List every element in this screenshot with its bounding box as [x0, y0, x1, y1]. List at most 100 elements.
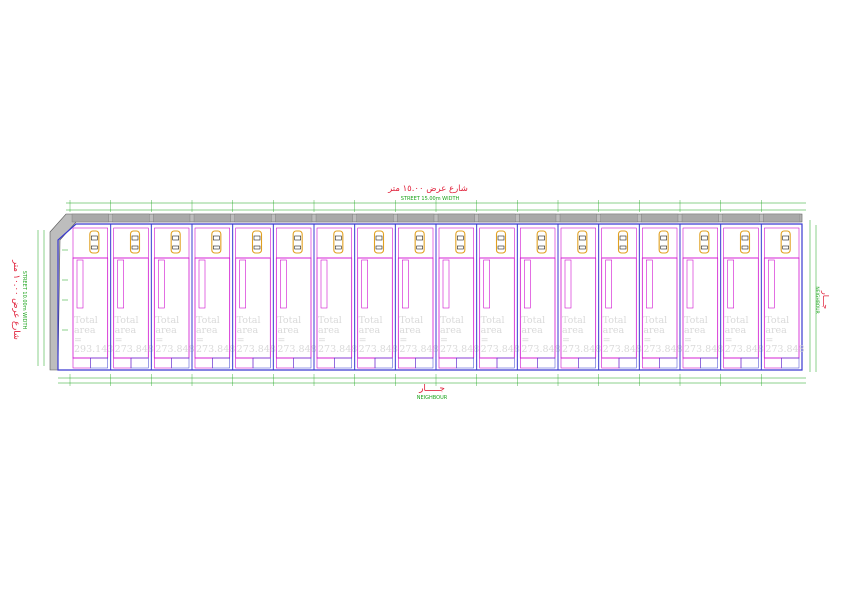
plot-area-value: 273.848 [684, 344, 723, 355]
back-yard-outline [781, 357, 800, 369]
car-windshield [497, 235, 505, 241]
back-room-outline [276, 357, 294, 369]
stair-outline [198, 259, 206, 309]
plot-equals-label: = [562, 335, 570, 346]
back-yard-outline [618, 357, 637, 369]
back-room-outline [357, 357, 376, 369]
sidewalk-segment [763, 213, 801, 223]
back-yard-outline [212, 357, 230, 369]
plot-total-label: Total [684, 315, 708, 326]
back-yard-outline [659, 357, 678, 369]
stair-outline [727, 259, 734, 309]
stair-outline [280, 259, 287, 309]
car-icon [617, 230, 629, 254]
sidewalk-segment [234, 213, 272, 223]
car-windshield [172, 235, 179, 241]
car-rear-window [660, 245, 667, 250]
car-icon [658, 230, 669, 254]
sidewalk-segment [641, 213, 679, 223]
plot-equals-label: = [481, 335, 489, 346]
plot-area-value: 273.848 [399, 344, 438, 355]
car-body [658, 230, 669, 254]
back-room-outline [113, 357, 132, 369]
plot-equals-label: = [359, 335, 367, 346]
sidewalk-segment [681, 213, 719, 223]
plot-area-label: area [440, 325, 462, 336]
plot-total-label: Total [359, 315, 383, 326]
stair-outline [158, 259, 165, 309]
sidewalk-segment [397, 213, 435, 223]
back-room-outline [72, 357, 91, 369]
plot-total-label: Total [603, 315, 627, 326]
plot-area-value: 273.848 [481, 344, 520, 355]
stair-outline [361, 259, 368, 309]
car-body [170, 230, 181, 254]
stair-outline [442, 259, 450, 309]
car-rear-window [619, 245, 627, 250]
sidewalk-segment [275, 213, 313, 223]
car-windshield [619, 235, 627, 241]
plot-total-label: Total [155, 315, 179, 326]
car-windshield [253, 235, 261, 241]
stair-outline [239, 259, 246, 309]
plot-equals-label: = [684, 335, 692, 346]
plot-area-label: area [684, 325, 706, 336]
bottom-neighbour-label-ar: جـــــار [418, 384, 445, 394]
car-rear-window [335, 245, 342, 250]
car-icon [495, 230, 507, 254]
back-room-outline [764, 357, 782, 369]
car-body [251, 230, 263, 254]
plot-area-label: area [765, 325, 787, 336]
car-windshield [294, 235, 301, 241]
car-icon [373, 230, 385, 254]
car-body [536, 230, 547, 254]
plot-area-value: 273.848 [643, 344, 682, 355]
sidewalk-segment [722, 213, 760, 223]
back-room-outline [682, 357, 701, 369]
plot-total-label: Total [643, 315, 667, 326]
plot-total-label: Total [440, 315, 464, 326]
back-yard-outline [293, 357, 312, 369]
back-yard-outline [334, 357, 352, 369]
sidewalk-segment [153, 213, 191, 223]
plot-equals-label: = [399, 335, 407, 346]
plot-area-label: area [155, 325, 177, 336]
car-icon [455, 230, 466, 254]
back-yard-outline [578, 357, 596, 369]
stair-outline [117, 259, 124, 309]
car-body [211, 230, 222, 254]
back-yard-outline [252, 357, 271, 369]
top-street-label-en: STREET 15.00m WIDTH [401, 196, 460, 202]
back-yard-outline [496, 357, 515, 369]
car-rear-window [172, 245, 179, 250]
car-icon [251, 230, 263, 254]
dimension-markers [62, 249, 68, 331]
plot-equals-label: = [521, 335, 529, 346]
sidewalk-segment [519, 213, 557, 223]
plot-total-label: Total [115, 315, 139, 326]
car-windshield [375, 235, 383, 241]
car-icon [699, 230, 710, 254]
plot-equals-label: = [318, 335, 326, 346]
car-rear-window [131, 245, 139, 250]
car-windshield [579, 235, 586, 241]
car-rear-window [579, 245, 586, 250]
car-body [414, 230, 425, 254]
sidewalk-segment [559, 213, 597, 223]
car-windshield [782, 235, 789, 241]
sidewalk-segment [478, 213, 516, 223]
sidewalk-segment [356, 213, 394, 223]
sidewalk-segment [71, 213, 109, 223]
dimension-lines [37, 202, 817, 384]
plot-area-label: area [643, 325, 665, 336]
plot-area-label: area [359, 325, 381, 336]
plot-area-value: 293.143 [74, 344, 113, 355]
